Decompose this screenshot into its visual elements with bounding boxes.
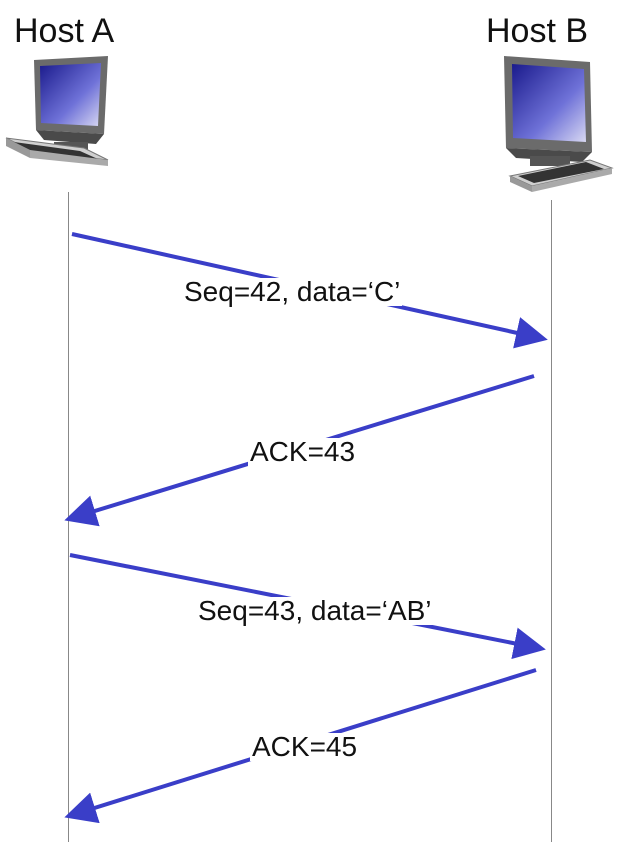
message-3-label: Seq=43, data=‘AB’ <box>196 595 434 626</box>
message-1-label: Seq=42, data=‘C’ <box>182 276 403 307</box>
message-4-label: ACK=45 <box>250 731 360 762</box>
host-b-computer-icon <box>504 56 614 192</box>
host-b-timeline <box>551 200 552 842</box>
message-2-label: ACK=43 <box>248 436 358 467</box>
host-a-label: Host A <box>14 12 115 50</box>
host-b-label: Host B <box>486 12 589 50</box>
host-a-computer-icon <box>5 56 109 166</box>
